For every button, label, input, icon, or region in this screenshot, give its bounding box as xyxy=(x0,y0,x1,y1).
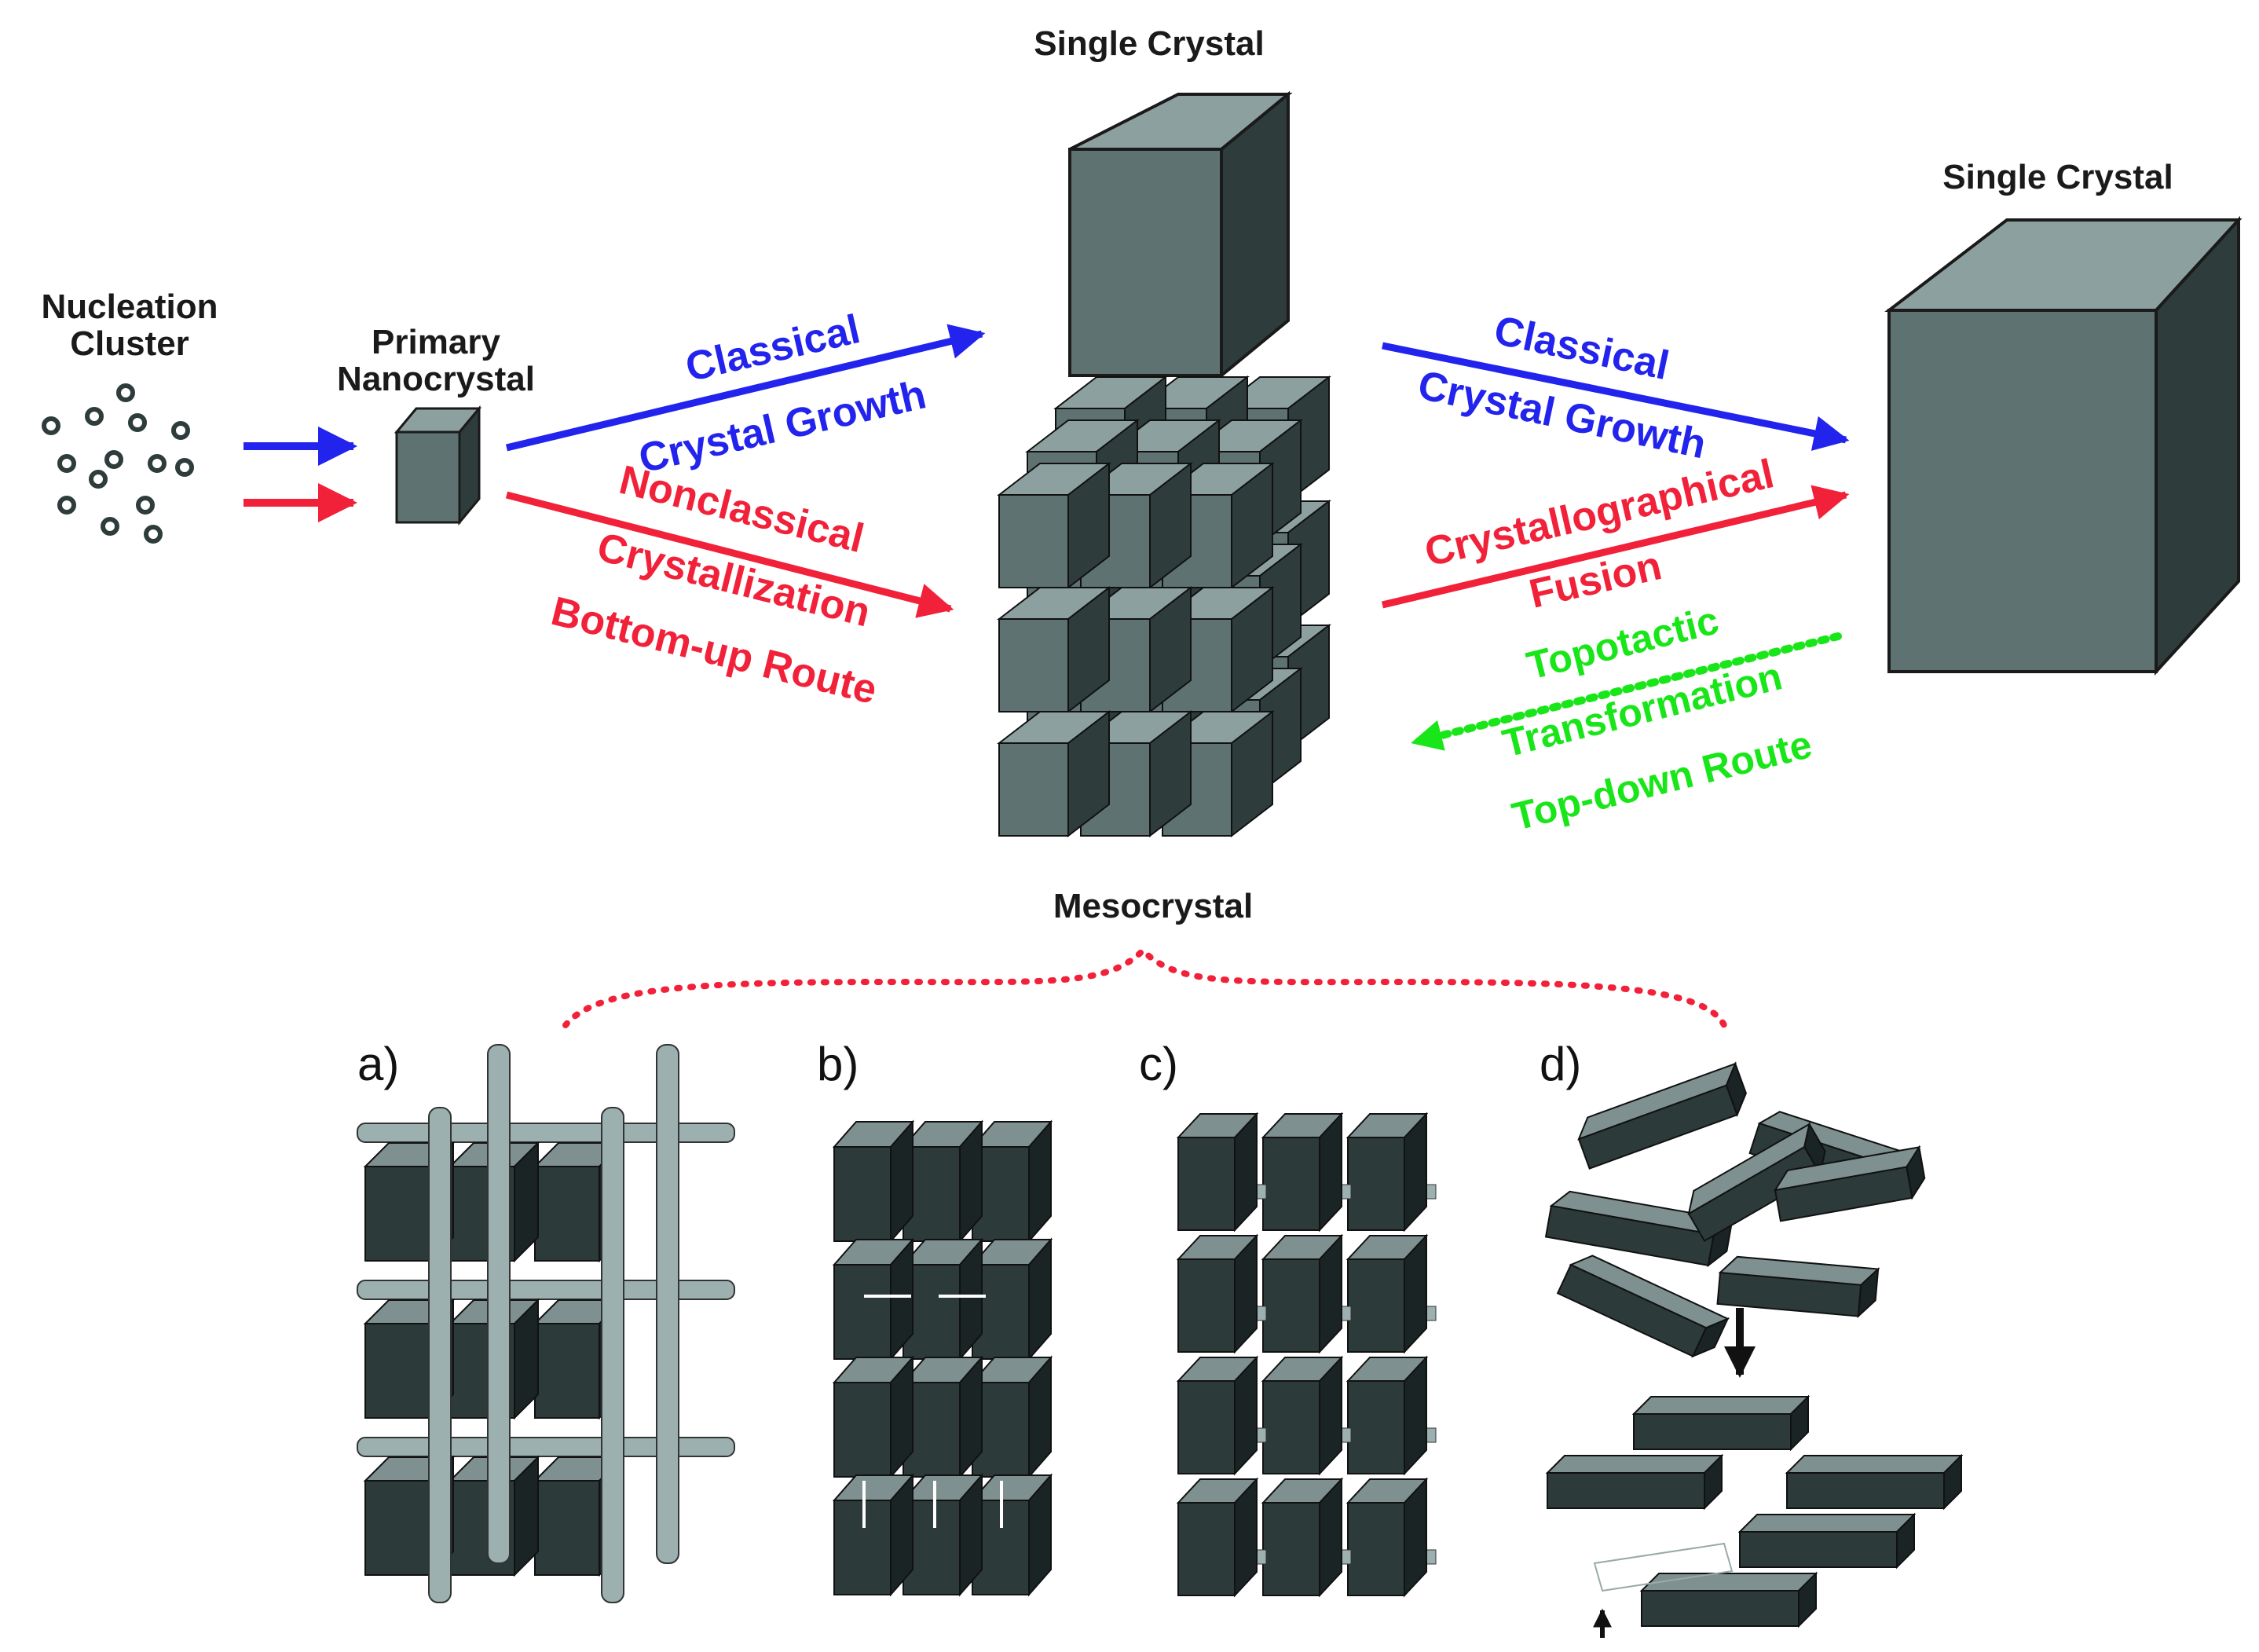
nanoplate xyxy=(1773,1145,1926,1222)
ordered-plate xyxy=(1737,1512,1917,1570)
panel-b-block xyxy=(901,1473,984,1597)
ordered-plate xyxy=(1785,1453,1964,1511)
panel-c-block xyxy=(1176,1233,1259,1354)
panel-b-block xyxy=(832,1237,915,1361)
nanoplate xyxy=(1577,1061,1747,1170)
nonclassical-arrow xyxy=(505,491,954,618)
panel-b-block xyxy=(970,1119,1053,1244)
green-dotted-arrow-icon xyxy=(1410,632,1842,751)
classical-label-2-line1: Classical xyxy=(1490,308,1673,390)
panel-c-mineral-bridges xyxy=(1176,1112,1437,1598)
panel-b-block xyxy=(901,1119,984,1244)
panel-b-block xyxy=(970,1237,1053,1361)
nucleation-dot xyxy=(148,454,167,473)
classical-label-1-line1: Classical xyxy=(682,306,865,390)
classical-label-1-line2: Crystal Growth xyxy=(635,372,930,482)
nucleation-dot xyxy=(128,413,147,432)
nucleation-dot xyxy=(136,496,155,515)
nucleation-label-line2: Cluster xyxy=(70,324,189,363)
nucleation-dot xyxy=(175,458,194,477)
nucleation-dot xyxy=(116,383,135,402)
single-crystal-right-label: Single Crystal xyxy=(1942,158,2173,196)
panel-b-block xyxy=(901,1237,984,1361)
panel-c-block xyxy=(1261,1233,1344,1354)
panel-d-oriented-attachment xyxy=(1544,1061,1964,1638)
nucleation-dot xyxy=(101,517,119,536)
panel-c-block xyxy=(1346,1233,1429,1354)
nucleation-dot xyxy=(42,416,60,435)
mesocrystal-block xyxy=(997,709,1111,838)
polymer-rod xyxy=(656,1044,679,1564)
panel-b-block xyxy=(832,1355,915,1479)
panel-b-block xyxy=(832,1119,915,1244)
panel-c-block xyxy=(1176,1355,1259,1476)
primary-label-line1: Primary xyxy=(372,323,500,361)
mesocrystal xyxy=(997,375,1331,838)
panel-b-block xyxy=(832,1473,915,1597)
nucleation-cluster: Nucleation Cluster xyxy=(42,288,218,544)
nucleation-dot xyxy=(85,407,104,426)
mesocrystal-block xyxy=(997,461,1111,590)
panel-b-block xyxy=(901,1355,984,1479)
nucleation-dot xyxy=(57,454,76,473)
polymer-rod xyxy=(428,1107,452,1603)
panel-c-block xyxy=(1176,1112,1259,1233)
mesocrystal-bracket xyxy=(562,946,1727,1028)
panel-c-block xyxy=(1261,1355,1344,1476)
panel-c-block xyxy=(1346,1477,1429,1598)
nucleation-dot xyxy=(171,421,190,440)
mesocrystal-block xyxy=(997,585,1111,714)
panel-c-block xyxy=(1346,1355,1429,1476)
classical-growth-arrow-1 xyxy=(505,324,986,452)
fusion-arrow xyxy=(1381,485,1850,609)
primary-label-line2: Nanocrystal xyxy=(337,360,535,398)
nucleation-dot xyxy=(144,525,163,544)
panel-b-physical-fields xyxy=(832,1119,1053,1597)
single-crystal-top xyxy=(1068,90,1293,379)
nucleation-dots xyxy=(42,383,194,544)
mesocrystal-label: Mesocrystal xyxy=(1053,887,1253,925)
panel-label-d: d) xyxy=(1540,1038,1581,1090)
panel-c-block xyxy=(1261,1477,1344,1598)
nucleation-dot xyxy=(57,496,76,515)
nanoplate xyxy=(1556,1255,1730,1358)
nucleation-dot xyxy=(104,450,123,469)
polymer-rod xyxy=(601,1107,624,1603)
panel-label-c: c) xyxy=(1139,1038,1178,1090)
ghost-plate xyxy=(1593,1542,1734,1592)
mesocrystal-block xyxy=(1160,585,1275,714)
single-crystal-top-label: Single Crystal xyxy=(1034,24,1264,63)
panel-c-block xyxy=(1346,1112,1429,1233)
panel-c-block xyxy=(1176,1477,1259,1598)
panel-b-block xyxy=(970,1355,1053,1479)
nanoplate xyxy=(1716,1255,1880,1319)
panel-c-block xyxy=(1261,1112,1344,1233)
panel-b-block xyxy=(970,1473,1053,1597)
nucleation-dot xyxy=(89,470,108,489)
primary-nanocrystal xyxy=(394,405,482,526)
polymer-rod xyxy=(487,1044,511,1564)
nucleation-label-line1: Nucleation xyxy=(42,288,218,326)
ordered-plate xyxy=(1631,1394,1810,1452)
panel-label-b: b) xyxy=(817,1038,859,1090)
single-crystal-right xyxy=(1884,215,2243,676)
panel-label-a: a) xyxy=(357,1038,399,1090)
panel-a-polymer-mediated xyxy=(357,1044,735,1603)
classical-growth-arrow-2 xyxy=(1382,342,1850,451)
ordered-plate xyxy=(1545,1453,1724,1511)
